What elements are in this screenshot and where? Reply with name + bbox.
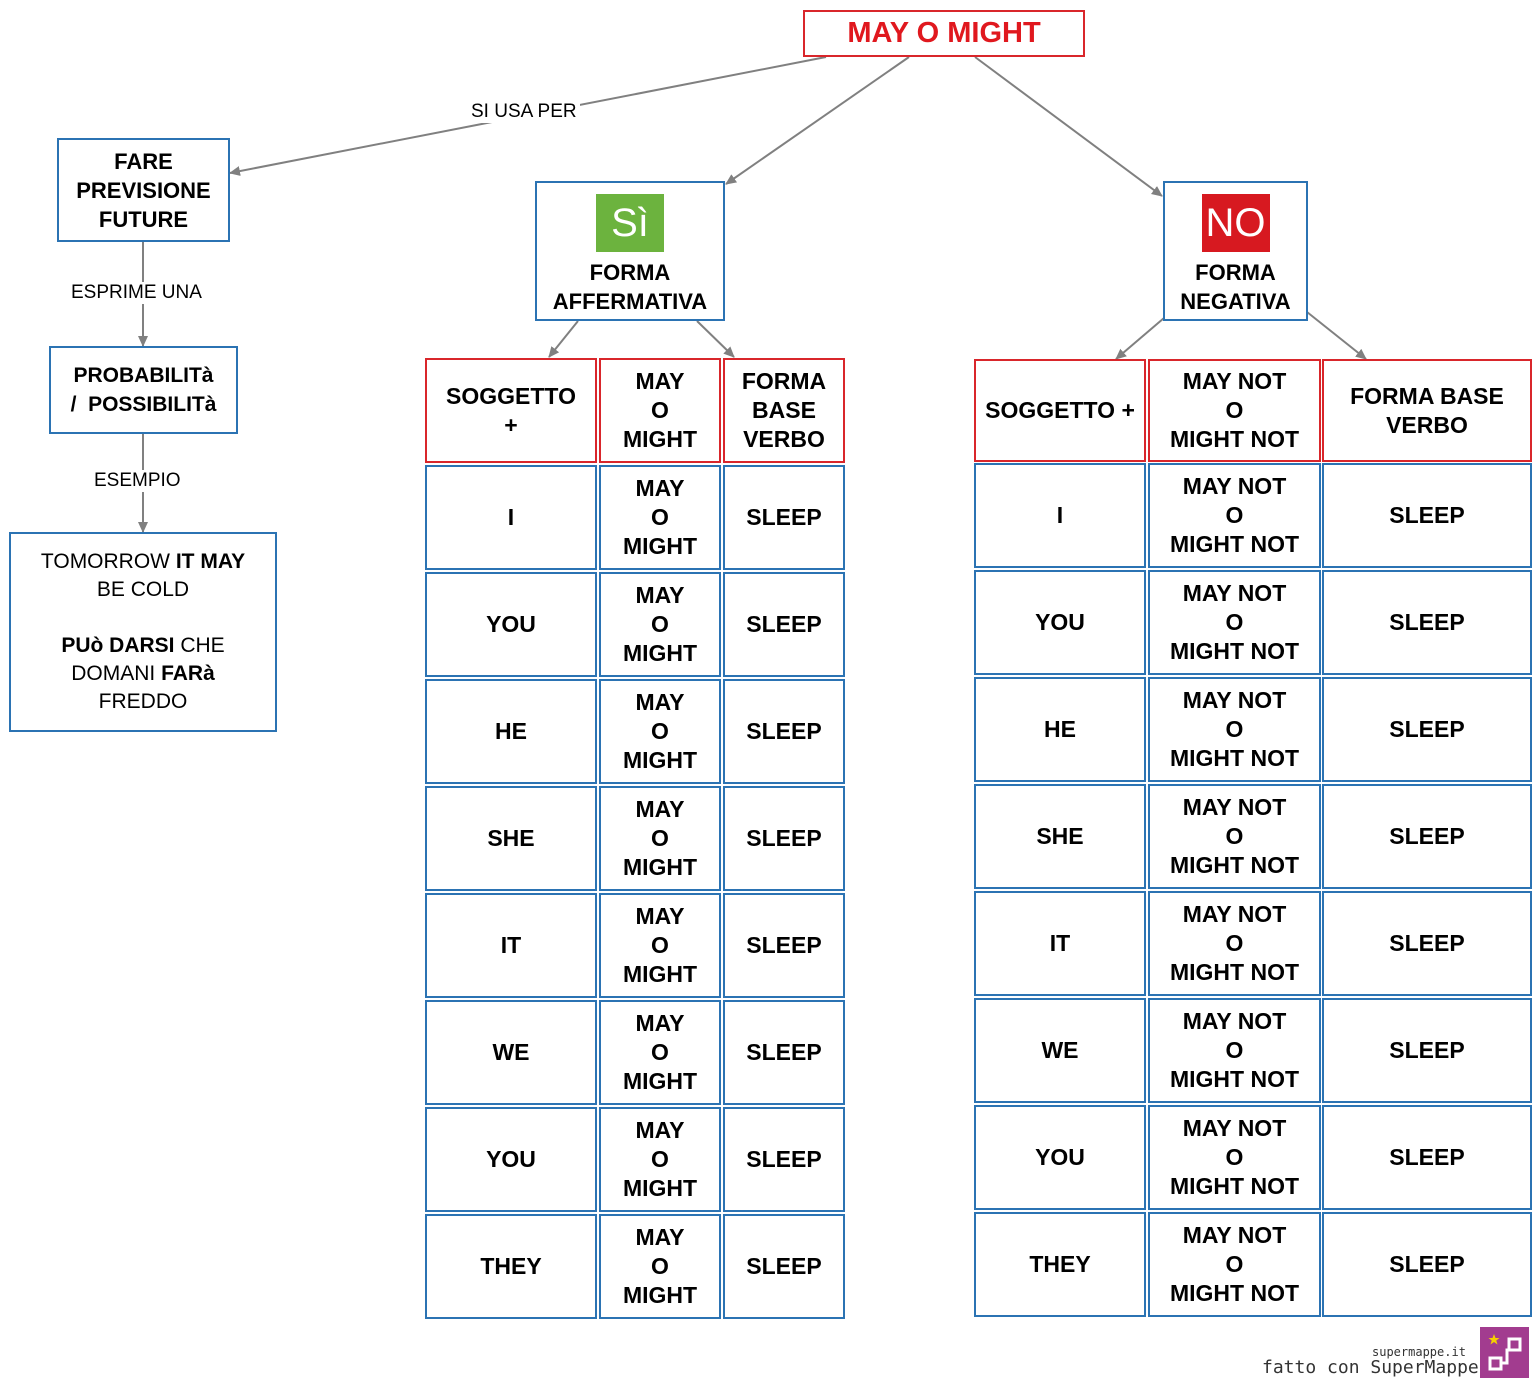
- supermappe-logo-icon: [1480, 1327, 1529, 1378]
- neg-table-cell: I: [974, 463, 1146, 568]
- edge-title-affermativa: [725, 56, 910, 185]
- neg-table-cell: MAY NOT O MIGHT NOT: [1148, 1105, 1321, 1210]
- aff-table-cell: MAY O MIGHT: [599, 786, 721, 891]
- title-node: MAY O MIGHT: [803, 10, 1085, 57]
- watermark-site: supermappe.it: [1372, 1345, 1466, 1359]
- esempio-text: TOMORROW: [40, 550, 176, 573]
- neg-table-cell: MAY NOT O MIGHT NOT: [1148, 998, 1321, 1103]
- esempio-line: BE COLD: [96, 578, 190, 601]
- node-uso-line: PREVISIONE: [76, 177, 211, 203]
- edge-title-negativa: [974, 56, 1163, 197]
- aff-table-cell: SLEEP: [723, 893, 845, 998]
- negativa-label: FORMA: [1195, 260, 1276, 285]
- affermativa-label: AFFERMATIVA: [552, 289, 708, 314]
- esempio-text: CHE: [174, 634, 225, 657]
- neg-table-header-cell: FORMA BASE VERBO: [1322, 359, 1532, 462]
- node-uso-line: FUTURE: [98, 206, 189, 232]
- aff-table-cell: HE: [425, 679, 597, 784]
- aff-table-cell: MAY O MIGHT: [599, 465, 721, 570]
- edge-neg-right: [1306, 311, 1367, 360]
- edge-aff-left: [548, 320, 579, 358]
- node-forma-negativa: NO FORMA NEGATIVA: [1163, 181, 1308, 321]
- aff-table-cell: WE: [425, 1000, 597, 1105]
- no-badge-text: NO: [1205, 200, 1266, 245]
- aff-table-cell: YOU: [425, 572, 597, 677]
- esempio-text-bold: IT MAY: [175, 550, 246, 573]
- node-fare-previsione-future: FARE PREVISIONE FUTURE: [57, 138, 230, 242]
- neg-table-cell: IT: [974, 891, 1146, 996]
- neg-table-header-cell: MAY NOT O MIGHT NOT: [1148, 359, 1321, 462]
- aff-table-cell: MAY O MIGHT: [599, 1107, 721, 1212]
- neg-table-cell: SLEEP: [1322, 891, 1532, 996]
- neg-table-cell: SLEEP: [1322, 784, 1532, 889]
- neg-table-cell: HE: [974, 677, 1146, 782]
- edge-label-esempio: ESEMPIO: [91, 470, 184, 492]
- aff-table-cell: SLEEP: [723, 1107, 845, 1212]
- edge-label-esprime-una: ESPRIME UNA: [68, 282, 205, 304]
- neg-table-cell: SLEEP: [1322, 1105, 1532, 1210]
- si-badge-icon: Sì: [596, 194, 664, 252]
- edge-label-si-usa-per: SI USA PER: [468, 101, 580, 123]
- aff-table-cell: MAY O MIGHT: [599, 679, 721, 784]
- neg-table-cell: MAY NOT O MIGHT NOT: [1148, 891, 1321, 996]
- neg-table-cell: MAY NOT O MIGHT NOT: [1148, 784, 1321, 889]
- node-probabilita-line: / POSSIBILITà: [70, 393, 217, 416]
- aff-table-cell: SLEEP: [723, 786, 845, 891]
- aff-table-cell: SLEEP: [723, 679, 845, 784]
- neg-table-cell: MAY NOT O MIGHT NOT: [1148, 677, 1321, 782]
- aff-table-cell: MAY O MIGHT: [599, 572, 721, 677]
- si-badge-text: Sì: [611, 200, 649, 245]
- title-text: MAY O MIGHT: [847, 17, 1041, 49]
- negativa-label: NEGATIVA: [1180, 289, 1291, 314]
- esempio-line: TOMORROW IT MAY: [41, 548, 245, 576]
- node-forma-affermativa: Sì FORMA AFFERMATIVA: [535, 181, 725, 321]
- aff-table-cell: THEY: [425, 1214, 597, 1319]
- neg-table-cell: SHE: [974, 784, 1146, 889]
- watermark-made-with: fatto con SuperMappe: [1262, 1357, 1479, 1378]
- esempio-text: DOMANI: [71, 662, 162, 685]
- esempio-line: DOMANI FARà: [71, 660, 215, 688]
- edge-aff-right: [696, 320, 735, 358]
- edge-neg-left: [1115, 317, 1165, 360]
- neg-table-cell: YOU: [974, 1105, 1146, 1210]
- neg-table-cell: MAY NOT O MIGHT NOT: [1148, 570, 1321, 675]
- aff-table-cell: SHE: [425, 786, 597, 891]
- no-badge-icon: NO: [1201, 194, 1270, 252]
- aff-table-cell: SLEEP: [723, 572, 845, 677]
- aff-table-cell: MAY O MIGHT: [599, 1214, 721, 1319]
- node-probabilita-possibilita: PROBABILITà / POSSIBILITà: [49, 346, 238, 434]
- node-uso-line: FARE: [114, 148, 173, 174]
- neg-table-cell: WE: [974, 998, 1146, 1103]
- aff-table-cell: I: [425, 465, 597, 570]
- aff-table-cell: SLEEP: [723, 1000, 845, 1105]
- neg-table-cell: SLEEP: [1322, 998, 1532, 1103]
- aff-table-header-cell: FORMA BASE VERBO: [723, 358, 845, 463]
- neg-table-cell: MAY NOT O MIGHT NOT: [1148, 1212, 1321, 1317]
- esempio-line: PUò DARSI CHE: [61, 632, 224, 660]
- aff-table-cell: SLEEP: [723, 465, 845, 570]
- aff-table-cell: SLEEP: [723, 1214, 845, 1319]
- aff-table-cell: MAY O MIGHT: [599, 893, 721, 998]
- neg-table-cell: MAY NOT O MIGHT NOT: [1148, 463, 1321, 568]
- neg-table-cell: SLEEP: [1322, 463, 1532, 568]
- neg-table-cell: SLEEP: [1322, 677, 1532, 782]
- aff-table-cell: IT: [425, 893, 597, 998]
- node-esempio: TOMORROW IT MAY BE COLD PUò DARSI CHE DO…: [9, 532, 277, 732]
- aff-table-header-cell: MAY O MIGHT: [599, 358, 721, 463]
- aff-table-cell: MAY O MIGHT: [599, 1000, 721, 1105]
- aff-table-header-cell: SOGGETTO +: [425, 358, 597, 463]
- esempio-text-bold: FARà: [161, 662, 215, 685]
- affermativa-label: FORMA: [589, 260, 671, 285]
- neg-table-header-cell: SOGGETTO +: [974, 359, 1146, 462]
- neg-table-cell: YOU: [974, 570, 1146, 675]
- neg-table-cell: SLEEP: [1322, 1212, 1532, 1317]
- node-probabilita-line: PROBABILITà: [73, 364, 214, 387]
- neg-table-cell: SLEEP: [1322, 570, 1532, 675]
- aff-table-cell: YOU: [425, 1107, 597, 1212]
- esempio-text-bold: PUò DARSI: [61, 634, 175, 657]
- neg-table-cell: THEY: [974, 1212, 1146, 1317]
- esempio-line: FREDDO: [98, 690, 188, 713]
